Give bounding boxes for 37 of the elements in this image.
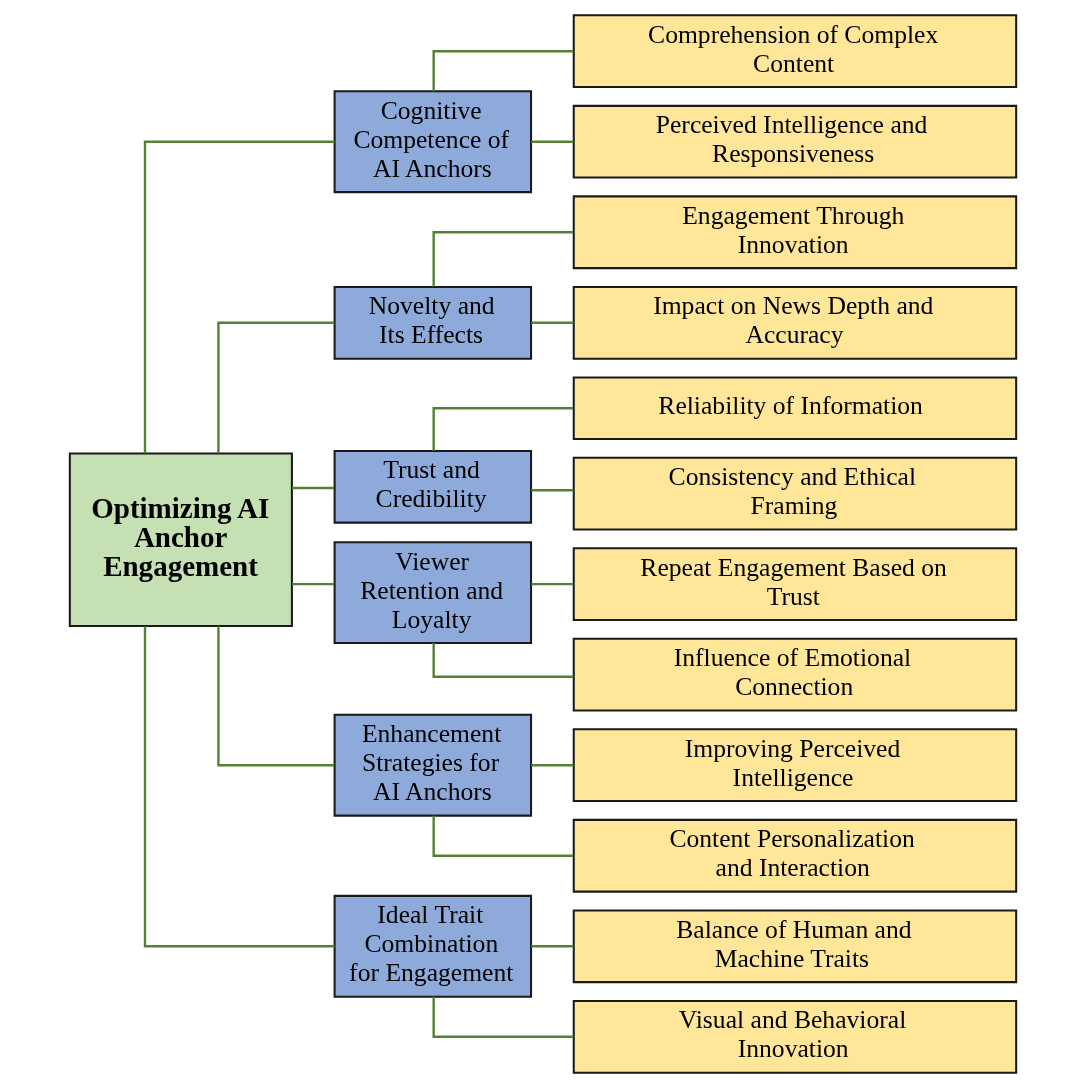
node-box: Impact on News Depth and Accuracy	[572, 285, 1017, 360]
node-box: Reliability of Information	[572, 376, 1017, 440]
connector	[432, 815, 573, 857]
connector	[291, 486, 334, 490]
connector	[530, 582, 573, 586]
node-box: Ideal Trait Combination for Engagement	[333, 894, 532, 998]
node-box: Novelty and Its Effects	[333, 285, 532, 360]
connector	[432, 231, 573, 287]
connector	[432, 50, 573, 92]
connector	[432, 996, 573, 1038]
node-box: Trust and Credibility	[333, 449, 532, 524]
connector	[432, 407, 573, 451]
node-box: Balance of Human and Machine Traits	[572, 909, 1017, 984]
connector	[432, 643, 573, 678]
connector	[530, 764, 573, 767]
connector	[216, 321, 334, 454]
connector	[530, 140, 573, 143]
node-box: Perceived Intelligence and Responsiveness	[572, 104, 1017, 179]
connector	[291, 582, 334, 586]
node-box: Cognitive Competence of AI Anchors	[333, 90, 532, 194]
node-box: Engagement Through Innovation	[572, 195, 1017, 270]
node-box: Viewer Retention and Loyalty	[333, 541, 532, 645]
node-box: Enhancement Strategies for AI Anchors	[333, 713, 532, 817]
node-box: Content Personalization and Interaction	[572, 818, 1017, 893]
node-box: Consistency and Ethical Framing	[572, 456, 1017, 531]
connector	[530, 489, 573, 492]
node-box: Repeat Engagement Based on Trust	[572, 547, 1017, 622]
node-box: Influence of Emotional Connection	[572, 637, 1017, 712]
node-box: Visual and Behavioral Innovation	[572, 999, 1017, 1074]
connector	[143, 626, 335, 948]
node-box: Optimizing AI Anchor Engagement	[68, 452, 293, 627]
node-box: Comprehension of Complex Content	[572, 14, 1017, 89]
connector	[143, 140, 335, 454]
connector	[216, 626, 334, 767]
node-box: Improving Perceived Intelligence	[572, 728, 1017, 803]
connector	[530, 321, 573, 324]
connector	[530, 945, 573, 948]
